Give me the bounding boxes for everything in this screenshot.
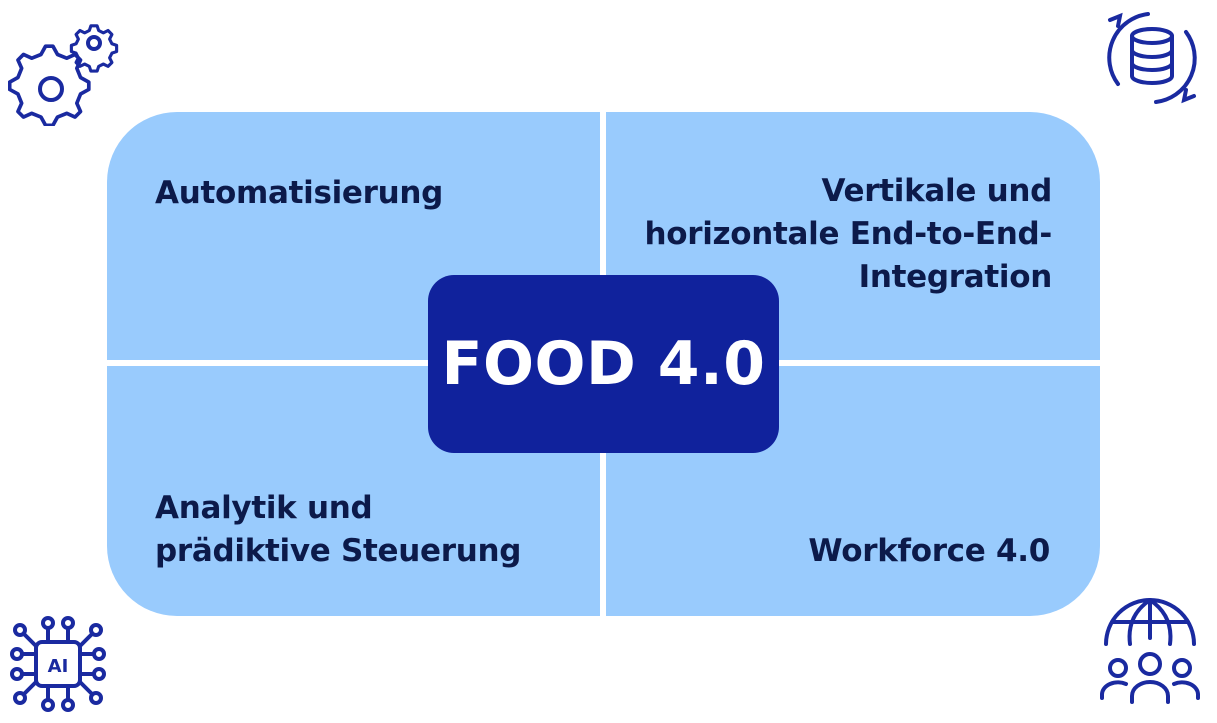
ai-chip-icon: AI	[4, 610, 114, 718]
food40-quadrant-grid: Automatisierung Vertikale und horizontal…	[107, 112, 1100, 616]
label-line: Vertikale und	[821, 173, 1053, 209]
label-line: Analytik und	[155, 490, 373, 526]
center-title-box: FOOD 4.0	[428, 275, 779, 453]
quadrant-label: Workforce 4.0	[808, 533, 1050, 569]
label-line: Integration	[858, 259, 1053, 295]
gears-icon	[8, 16, 120, 126]
center-title: FOOD 4.0	[441, 329, 766, 399]
label-line: horizontale End-to-End-	[644, 216, 1052, 252]
global-team-icon	[1096, 598, 1204, 710]
quadrant-label: Vertikale und horizontale End-to-End- In…	[644, 170, 1052, 299]
database-sync-icon	[1096, 6, 1208, 110]
quadrant-label: Analytik und prädiktive Steuerung	[155, 487, 521, 573]
quadrant-label: Automatisierung	[155, 175, 444, 211]
svg-text:AI: AI	[48, 656, 69, 677]
label-line: prädiktive Steuerung	[155, 533, 522, 569]
